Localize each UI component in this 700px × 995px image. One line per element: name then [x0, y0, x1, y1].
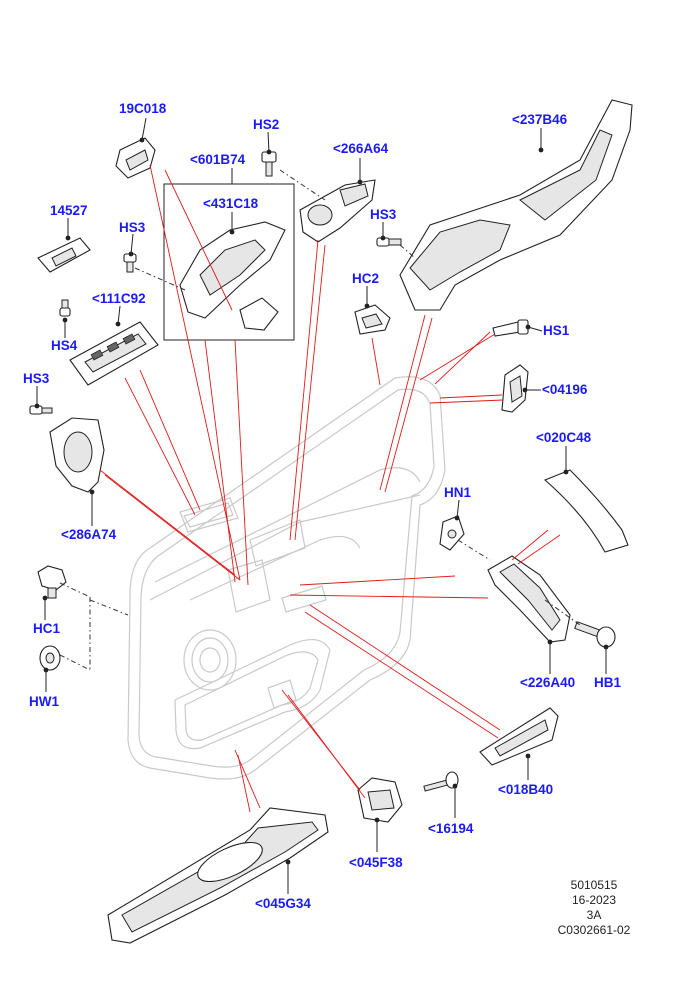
part-226A40	[487, 555, 571, 643]
leader-dots	[34, 137, 609, 865]
part-286A74	[49, 417, 105, 493]
label-HC2: HC2	[352, 271, 380, 286]
part-HN1-nut	[439, 515, 465, 551]
label-237B46: <237B46	[512, 112, 568, 127]
part-HB1-bolt	[574, 621, 616, 648]
label-HS4: HS4	[51, 338, 78, 353]
label-HS1: HS1	[543, 323, 570, 338]
label-601B74: <601B74	[190, 152, 246, 167]
label-HS2: HS2	[253, 117, 280, 132]
part-HS3-screw-a	[123, 253, 137, 273]
part-16194-screw	[423, 771, 459, 792]
part-018B40	[479, 707, 559, 766]
label-04196: <04196	[542, 382, 588, 397]
part-111C92	[69, 321, 159, 386]
label-HS3-b: HS3	[370, 207, 397, 222]
label-018B40: <018B40	[498, 782, 554, 797]
part-237B46	[399, 99, 633, 311]
leader-lines	[36, 117, 607, 894]
label-16194: <16194	[428, 821, 474, 836]
label-HW1: HW1	[29, 694, 59, 709]
label-HS3-a: HS3	[119, 220, 146, 235]
label-HC1: HC1	[33, 621, 61, 636]
label-266A64: <266A64	[333, 141, 389, 156]
label-045F38: <045F38	[349, 855, 403, 870]
reference-lines	[99, 164, 561, 813]
drawing-number: 5010515	[570, 878, 618, 892]
label-HN1: HN1	[444, 485, 472, 500]
part-HS1-screw	[492, 319, 529, 337]
part-266A64	[299, 179, 376, 243]
label-045G34: <045G34	[255, 896, 311, 911]
drawing-date: 16-2023	[571, 893, 617, 907]
label-226A40: <226A40	[520, 675, 576, 690]
drawing-info: 5010515 16-2023 3A C0302661-02	[554, 878, 634, 938]
label-020C48: <020C48	[536, 430, 592, 445]
part-HS4-screw	[59, 299, 71, 317]
label-HB1: HB1	[594, 675, 622, 690]
part-045F38	[357, 777, 403, 823]
drawing-code: C0302661-02	[557, 923, 631, 937]
part-19C018	[115, 137, 156, 179]
label-111C92: <111C92	[92, 291, 146, 306]
part-HS2-screw	[261, 151, 277, 177]
part-431C18	[179, 221, 286, 331]
part-045G34	[107, 807, 329, 944]
part-601B74-box	[163, 183, 295, 341]
drawing-revision: 3A	[586, 908, 602, 922]
label-431C18: <431C18	[203, 196, 259, 211]
door-trim-panel	[127, 376, 446, 780]
part-HC1-clip	[37, 565, 67, 599]
label-14527: 14527	[50, 203, 88, 218]
part-04196	[501, 364, 529, 413]
part-HS3-screw-b	[376, 237, 402, 247]
part-HC2-clip	[354, 304, 391, 335]
label-286A74: <286A74	[61, 527, 117, 542]
label-HS3-c: HS3	[23, 371, 50, 386]
part-HW1-washer	[39, 645, 61, 671]
part-020C48	[543, 469, 629, 553]
label-19C018: 19C018	[119, 101, 167, 116]
part-HS3-screw-c	[29, 405, 53, 415]
part-14527	[37, 237, 91, 273]
